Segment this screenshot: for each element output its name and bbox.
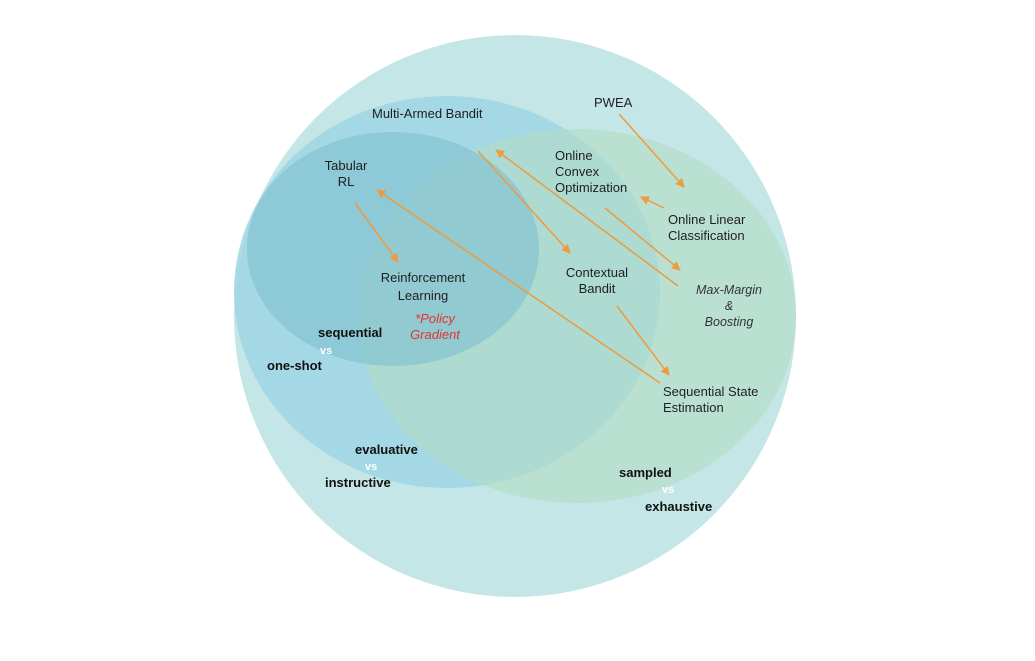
label-policy-line2: Gradient xyxy=(410,327,460,342)
label-online-linear-classification: Online Linear Classification xyxy=(668,212,745,244)
arrow-tabular-to-reinforcement xyxy=(354,202,399,263)
label-max-margin-boosting: Max-Margin & Boosting xyxy=(689,282,769,330)
label-online-convex-line1: Online xyxy=(555,148,593,163)
axis-label-instructive: instructive xyxy=(325,475,391,490)
label-reinforcement-line2: Learning xyxy=(397,288,449,303)
label-contextual-line1: Contextual xyxy=(565,265,629,280)
arrow-max-margin-to-online-convex xyxy=(495,149,679,287)
label-reinforcement-learning: Reinforcement Learning xyxy=(368,270,478,304)
label-sequential-state-estimation: Sequential State Estimation xyxy=(663,384,758,416)
label-policy-line1: *Policy xyxy=(415,311,455,326)
axis-label-vs-2: vs xyxy=(365,461,378,473)
label-contextual-line2: Bandit xyxy=(578,281,616,296)
label-tabular-rl: Tabular RL xyxy=(316,158,376,190)
arrow-pwea-to-online-linear xyxy=(618,113,685,188)
label-maxmargin-line3: Boosting xyxy=(704,315,754,329)
label-tabular-rl-line1: Tabular xyxy=(324,158,368,173)
label-tabular-rl-line2: RL xyxy=(337,174,355,189)
label-multi-armed-bandit: Multi-Armed Bandit xyxy=(372,106,483,121)
axis-label-one-shot: one-shot xyxy=(267,358,322,373)
arrow-online-linear-to-online-convex xyxy=(640,196,665,209)
label-policy-gradient: *Policy Gradient xyxy=(400,311,470,343)
label-reinforcement-line1: Reinforcement xyxy=(380,270,466,285)
label-online-linear-line2: Classification xyxy=(668,228,745,243)
label-maxmargin-line2: & xyxy=(724,299,734,313)
label-pwea: PWEA xyxy=(594,95,633,110)
label-online-convex-optimization: Online Convex Optimization xyxy=(555,148,627,196)
label-online-convex-line2: Convex xyxy=(555,164,600,179)
axis-label-sequential: sequential xyxy=(318,325,383,340)
label-contextual-bandit: Contextual Bandit xyxy=(552,265,642,297)
axis-label-vs-1: vs xyxy=(320,345,333,357)
label-maxmargin-line1: Max-Margin xyxy=(696,283,762,297)
arrows xyxy=(354,113,685,384)
label-sse-line2: Estimation xyxy=(663,400,724,415)
arrow-sse-to-tabular xyxy=(376,189,661,384)
label-sse-line1: Sequential State xyxy=(663,384,759,399)
tabular-rl-circle xyxy=(247,132,539,366)
arrow-contextual-to-sse xyxy=(616,305,670,376)
axis-label-exhaustive: exhaustive xyxy=(645,499,713,514)
axis-label-evaluative: evaluative xyxy=(355,442,418,457)
axis-label-vs-3: vs xyxy=(662,484,675,496)
arrow-mab-to-contextual-bandit xyxy=(477,150,571,254)
label-online-linear-line1: Online Linear xyxy=(668,212,746,227)
label-online-convex-line3: Optimization xyxy=(555,180,628,195)
arrow-online-convex-to-max-margin xyxy=(604,207,681,271)
axis-label-sampled: sampled xyxy=(619,465,672,480)
